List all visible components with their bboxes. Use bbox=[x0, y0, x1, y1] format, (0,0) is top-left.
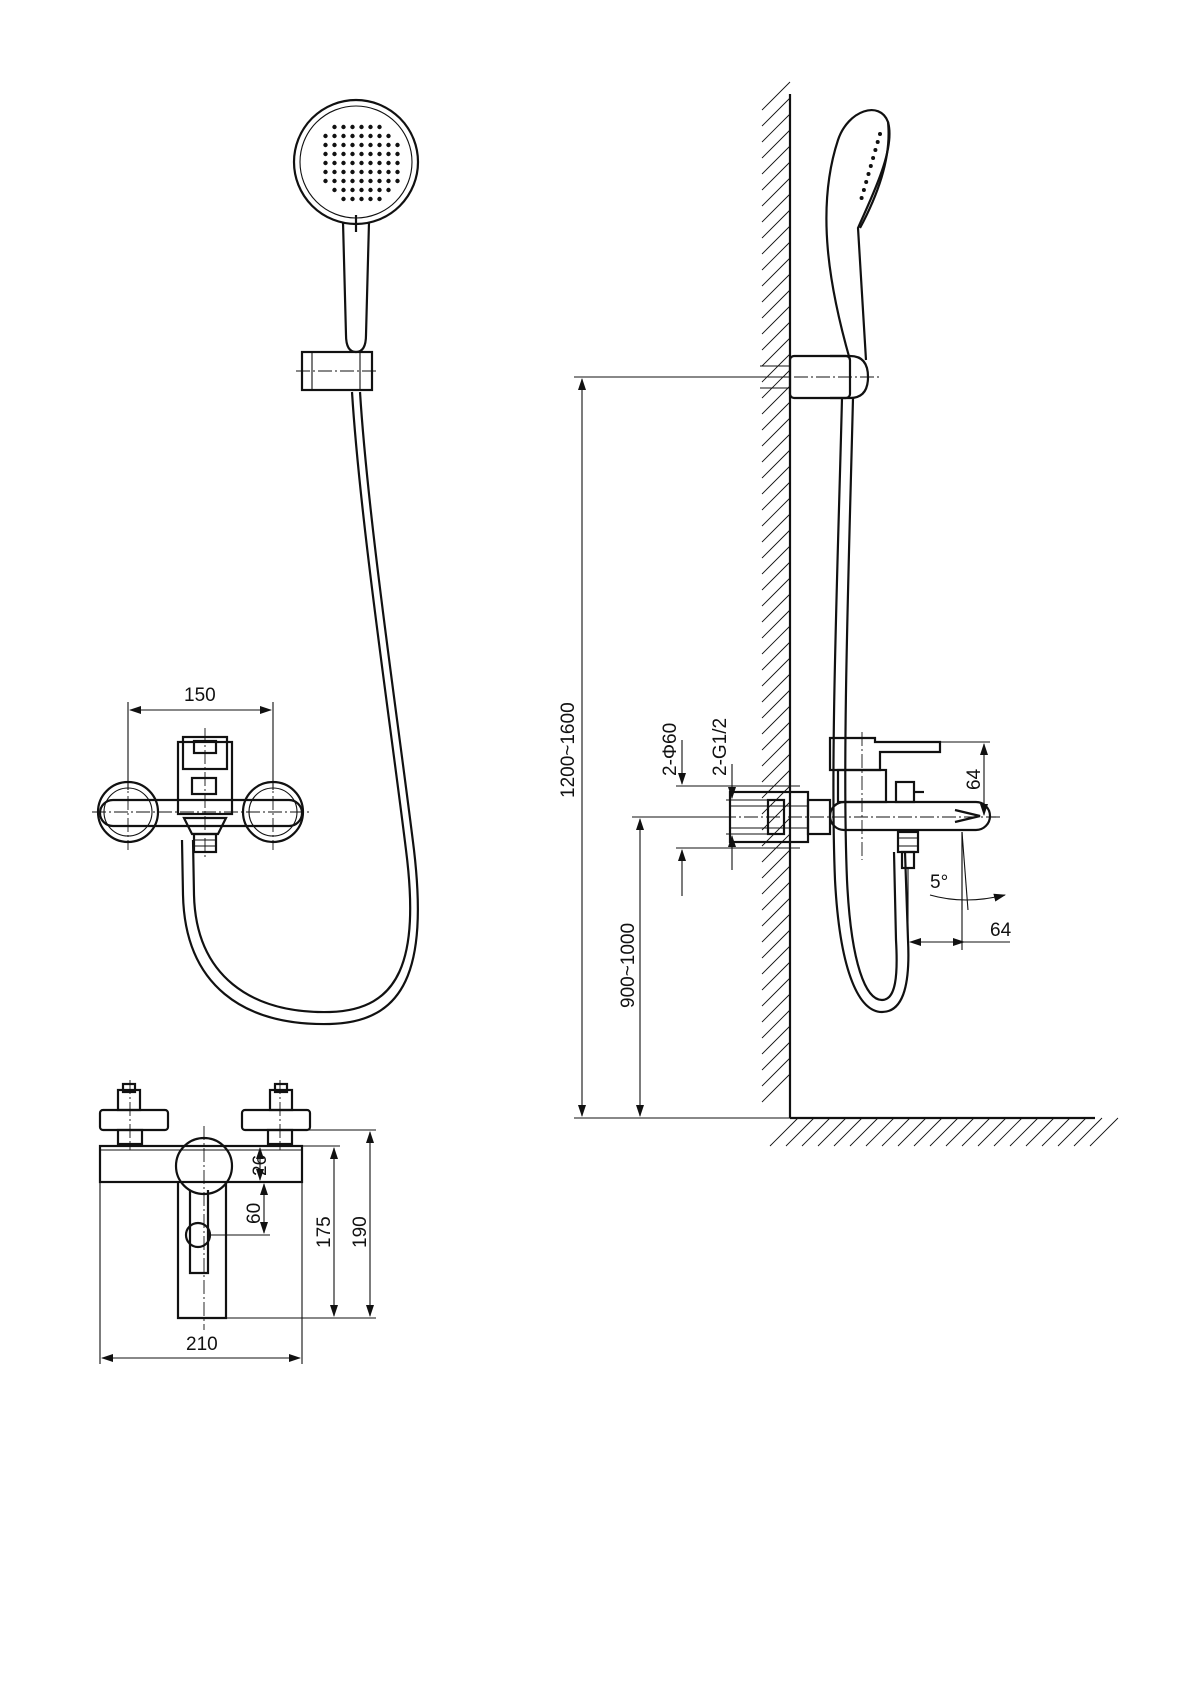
shower-holder-front bbox=[296, 350, 378, 392]
shower-hose-front bbox=[191, 391, 412, 1014]
dim-64-horizontal-label: 64 bbox=[990, 920, 1012, 941]
dim-bore-label: 2-Φ60 bbox=[660, 723, 681, 776]
nozzle-pattern bbox=[323, 124, 400, 202]
dim-900-1000-label: 900~1000 bbox=[618, 923, 639, 1008]
mixer-front bbox=[92, 728, 312, 860]
dim-60-label: 60 bbox=[244, 1203, 265, 1224]
dim-64-vertical-label: 64 bbox=[964, 768, 985, 790]
dim-210: 210 bbox=[99, 1182, 303, 1364]
dim-26-label: 26 bbox=[250, 1155, 271, 1176]
dim-bore: 2-Φ60 bbox=[660, 723, 800, 896]
dim-26: 26 bbox=[226, 1145, 271, 1181]
dim-angle: 5° bbox=[929, 831, 1006, 911]
top-view: 26 60 175 190 210 bbox=[98, 1080, 376, 1364]
dim-150-label: 150 bbox=[184, 685, 216, 706]
dim-thread: 2-G1/2 bbox=[710, 718, 770, 870]
dim-64-horizontal: 64 bbox=[907, 832, 1012, 950]
shower-head-front bbox=[292, 98, 420, 354]
dim-190: 190 bbox=[292, 1129, 376, 1319]
dim-175: 175 bbox=[226, 1145, 340, 1319]
dim-210-label: 210 bbox=[186, 1334, 218, 1355]
front-view: 150 bbox=[92, 98, 420, 1026]
dim-150: 150 bbox=[127, 685, 274, 790]
shower-head-side bbox=[574, 109, 891, 400]
dim-1200-1600-label: 1200~1600 bbox=[558, 702, 579, 798]
side-view: 1200~1600 900~1000 2-Φ60 2-G1/2 bbox=[558, 81, 1119, 1147]
dim-175-label: 175 bbox=[314, 1216, 335, 1248]
dim-190-label: 190 bbox=[350, 1216, 371, 1248]
dim-thread-label: 2-G1/2 bbox=[710, 718, 731, 776]
shower-hose-front-inner bbox=[180, 391, 419, 1026]
wall bbox=[761, 81, 1119, 1147]
mixer-top bbox=[98, 1080, 312, 1330]
dim-900-1000: 900~1000 bbox=[618, 816, 730, 1117]
dim-angle-label: 5° bbox=[930, 872, 948, 893]
dim-60: 60 bbox=[208, 1183, 270, 1236]
dim-1200-1600: 1200~1600 bbox=[558, 376, 790, 1119]
dim-64-vertical: 64 bbox=[940, 741, 996, 818]
